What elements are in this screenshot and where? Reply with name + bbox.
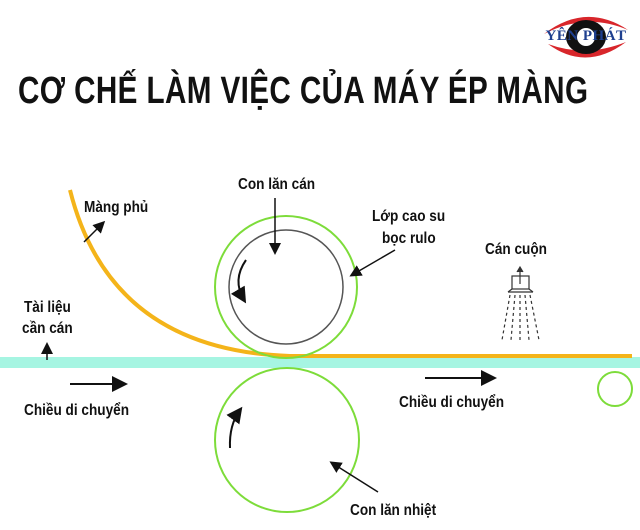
label-heat-roller: Con lăn nhiệt (350, 502, 437, 519)
rubber-layer-circle (228, 229, 344, 345)
rotation-arrow-icon (226, 406, 243, 449)
label-winding: Cán cuộn (485, 241, 547, 258)
heat-roller (214, 367, 360, 513)
company-logo: YÊN PHÁT (538, 8, 634, 64)
coating-film-curve (68, 189, 632, 358)
label-document-1: Tài liệu (24, 299, 71, 316)
document-strip (0, 357, 640, 368)
pointer-arrow (329, 461, 379, 493)
logo-text: YÊN PHÁT (545, 28, 627, 44)
label-direction-left: Chiều di chuyển (24, 402, 130, 419)
rotation-arrow-icon (230, 259, 247, 304)
label-document-2: cần cán (22, 320, 73, 337)
label-rubber-layer-1: Lớp cao su (372, 208, 446, 225)
label-coating-film: Màng phủ (84, 199, 149, 216)
top-roller (214, 215, 358, 359)
pointer-arrow (83, 220, 106, 243)
page-title: CƠ CHẾ LÀM VIỆC CỦA MÁY ÉP MÀNG (18, 70, 589, 112)
label-rubber-layer-2: bọc rulo (382, 230, 436, 247)
label-top-roller: Con lăn cán (238, 176, 316, 193)
pointer-arrow (349, 249, 396, 277)
spray-nozzle-icon (501, 265, 540, 341)
winding-roller (597, 371, 633, 407)
label-direction-right: Chiều di chuyển (399, 394, 505, 411)
